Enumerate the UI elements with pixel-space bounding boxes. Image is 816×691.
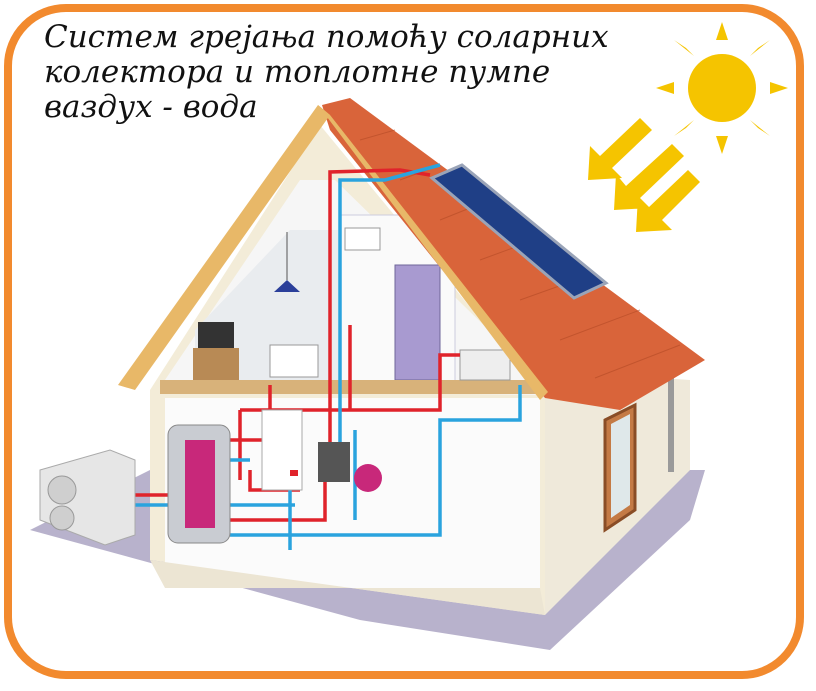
ventilation-grille (344, 227, 381, 251)
boiler (261, 409, 303, 491)
water-tank (167, 424, 231, 544)
downpipe (668, 372, 674, 472)
orange-frame (4, 4, 804, 679)
roof-edge-left (118, 105, 330, 390)
sunlight-arrows-icon (588, 118, 700, 232)
title-line-1: Систем грејања помоћу соларних (44, 19, 609, 55)
bathroom-door (394, 264, 441, 381)
ground-floor-slab (150, 560, 545, 615)
title-line-3: ваздух - вода (44, 89, 258, 125)
ceiling-lamp (274, 280, 300, 292)
hot-pipe (130, 168, 460, 522)
sun-icon (656, 22, 788, 154)
radiator-upper-left (269, 344, 319, 378)
heat-pump-outdoor-unit (39, 449, 136, 546)
diagram-title: Систем грејања помоћу соларних колектора… (44, 20, 609, 125)
roof (322, 98, 705, 410)
radiator-upper-right (459, 349, 511, 381)
upper-floor-slab (160, 380, 545, 394)
title-line-2: колектора и топлотне пумпе (44, 54, 551, 90)
solar-collector (429, 163, 609, 300)
pump-group (318, 442, 382, 492)
tv (198, 322, 234, 348)
